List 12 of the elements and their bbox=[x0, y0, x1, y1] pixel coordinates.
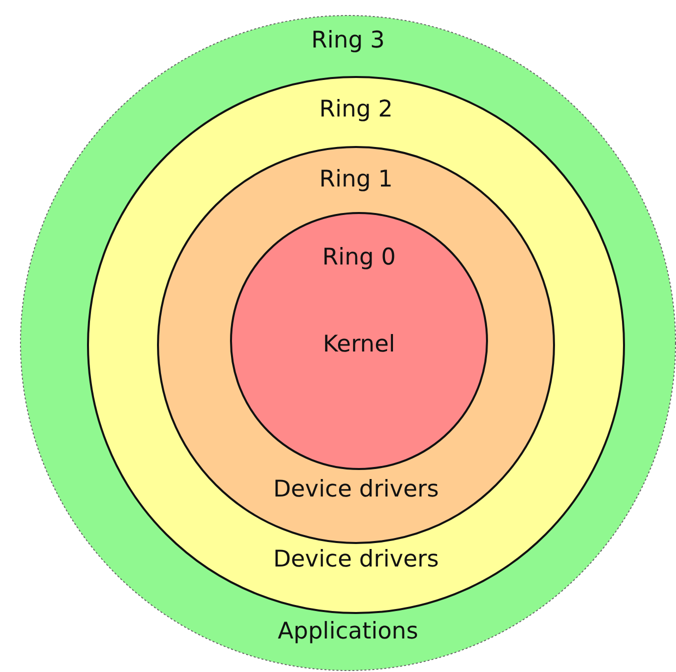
ring-description: Device drivers bbox=[273, 478, 439, 502]
ring-description: Applications bbox=[278, 620, 418, 644]
ring-description: Kernel bbox=[322, 334, 396, 356]
ring-label: Ring 2 bbox=[319, 98, 393, 122]
ring-circle bbox=[20, 15, 676, 671]
ring-circle bbox=[157, 146, 555, 544]
ring-description: Device drivers bbox=[273, 548, 439, 572]
ring-circle bbox=[87, 76, 625, 614]
ring-circle bbox=[230, 212, 488, 470]
ring-label: Ring 0 bbox=[322, 246, 396, 270]
ring-label: Ring 3 bbox=[311, 30, 385, 52]
ring-label: Ring 1 bbox=[319, 168, 393, 192]
